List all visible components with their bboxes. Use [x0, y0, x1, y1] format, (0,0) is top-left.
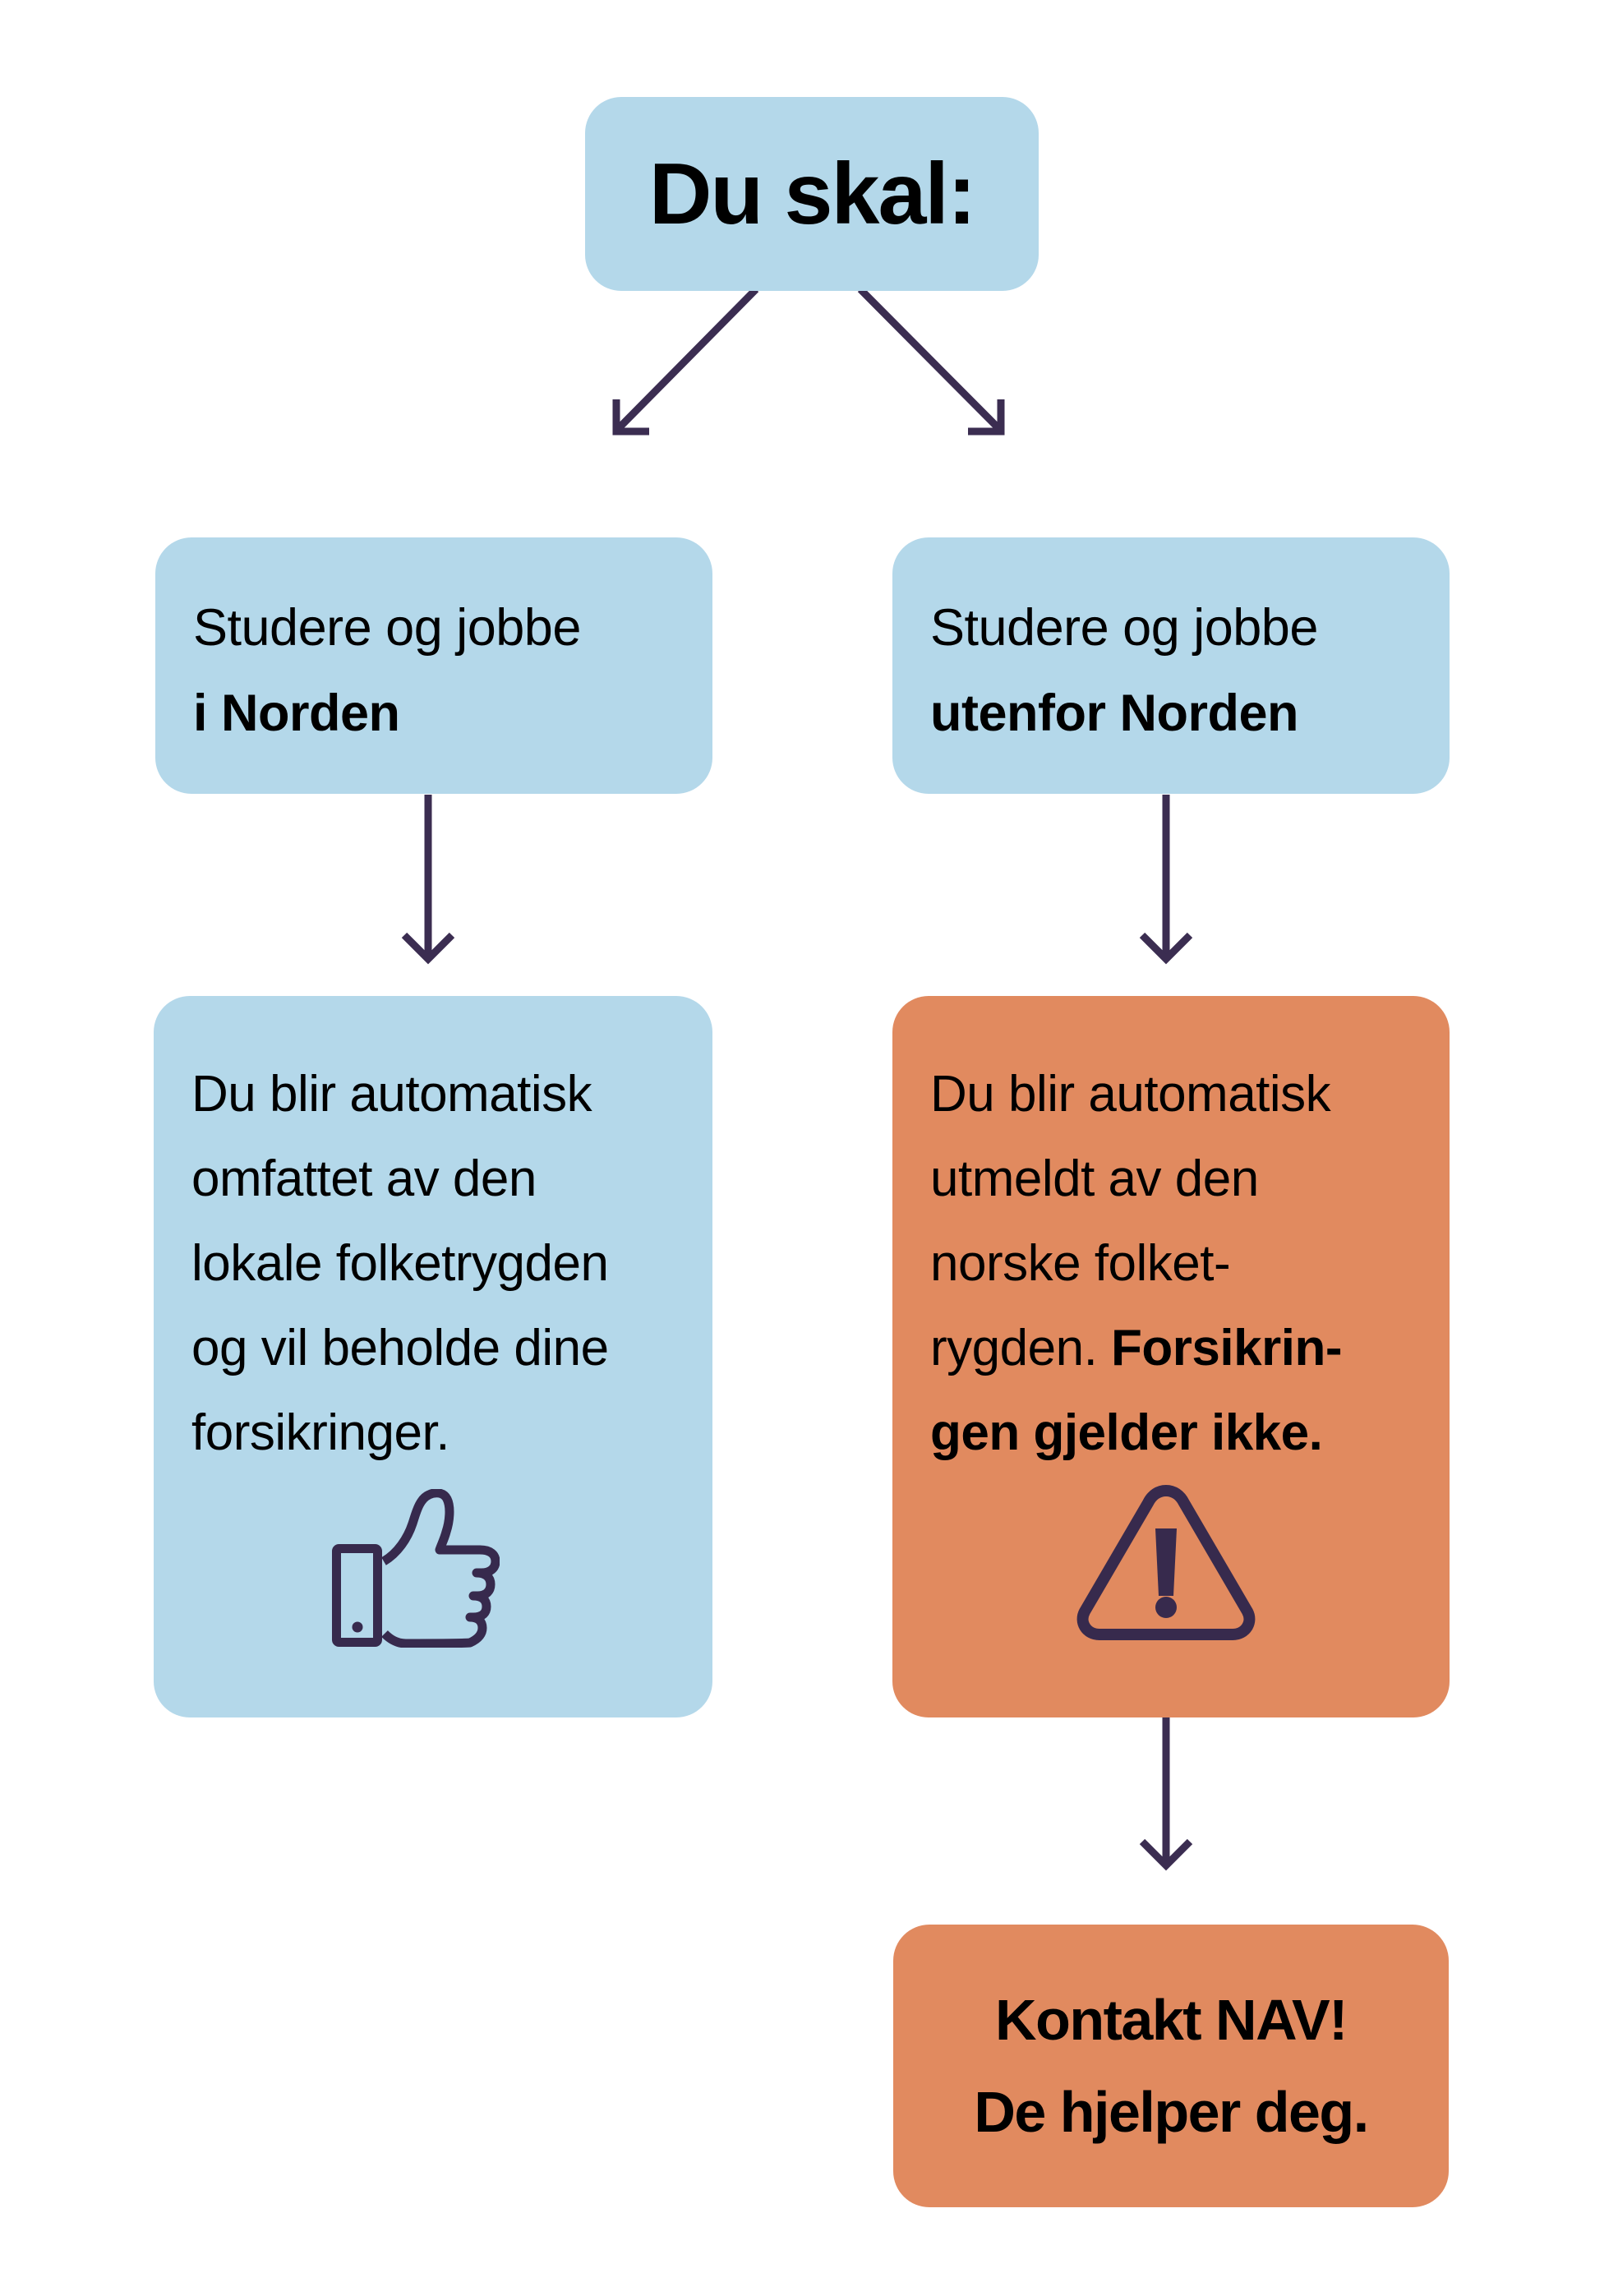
- arrow-root-to-right-icon: [857, 286, 1005, 436]
- branch-left-line2: i Norden: [193, 685, 400, 742]
- outcome-right-line3: norske folket-: [930, 1235, 1231, 1292]
- root-node: Du skal:: [585, 97, 1039, 291]
- arrow-outcome-to-contact-icon: [1139, 1717, 1193, 1871]
- branch-left-line1: Studere og jobbe: [193, 599, 581, 657]
- contact-line1: Kontakt NAV!: [995, 1988, 1348, 2052]
- outcome-right-line4: rygden. Forsikrin-: [930, 1320, 1342, 1376]
- thumbs-up-icon: [332, 1488, 500, 1648]
- branch-right-line1: Studere og jobbe: [930, 599, 1318, 657]
- branch-right-line2: utenfor Norden: [930, 685, 1298, 742]
- branch-node-in-norden: Studere og jobbe i Norden: [155, 537, 712, 794]
- outcome-left-line5: forsikringer.: [191, 1404, 449, 1461]
- outcome-node-warning: Du blir automatisk utmeldt av den norske…: [892, 996, 1450, 1717]
- branch-node-utenfor-norden: Studere og jobbe utenfor Norden: [892, 537, 1450, 794]
- outcome-left-line3: lokale folketrygden: [191, 1235, 609, 1292]
- contact-nav-node: Kontakt NAV! De hjelper deg.: [893, 1925, 1449, 2207]
- contact-line2: De hjelper deg.: [974, 2080, 1369, 2144]
- outcome-right-line5: gen gjelder ikke.: [930, 1404, 1323, 1461]
- warning-icon: [1072, 1479, 1260, 1649]
- outcome-right-line2: utmeldt av den: [930, 1150, 1259, 1207]
- outcome-right-line1: Du blir automatisk: [930, 1066, 1331, 1123]
- root-node-label: Du skal:: [648, 145, 976, 242]
- outcome-left-line2: omfattet av den: [191, 1150, 537, 1207]
- arrow-root-to-left-icon: [612, 286, 759, 436]
- arrow-left-branch-to-outcome-icon: [401, 795, 455, 965]
- arrow-right-branch-to-outcome-icon: [1139, 795, 1193, 965]
- outcome-left-line1: Du blir automatisk: [191, 1066, 592, 1123]
- outcome-node-positive: Du blir automatisk omfattet av den lokal…: [154, 996, 712, 1717]
- outcome-left-line4: og vil beholde dine: [191, 1320, 609, 1376]
